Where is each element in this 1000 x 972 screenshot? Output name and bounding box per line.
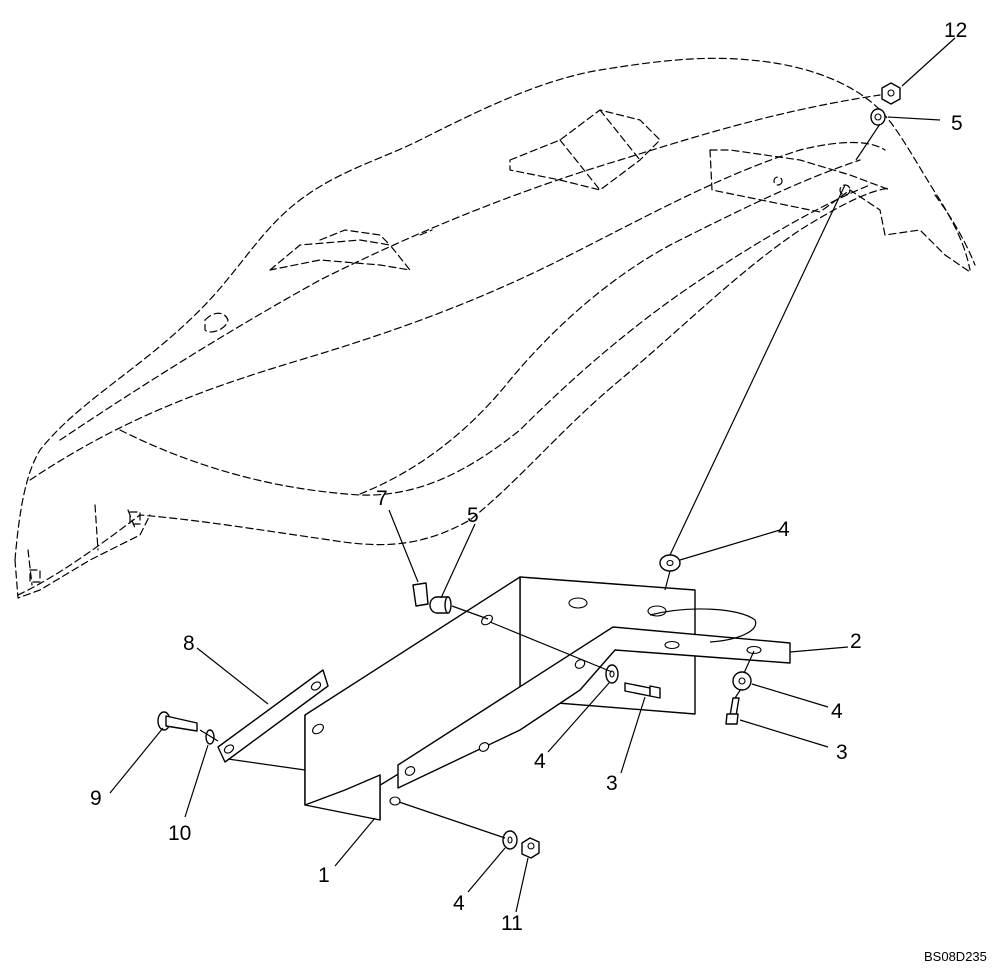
- callout-12: 12: [944, 19, 967, 42]
- callout-9: 9: [90, 787, 102, 810]
- callout-4-middle: 4: [534, 750, 546, 773]
- callout-4-right: 4: [831, 700, 843, 723]
- callout-5-lower: 5: [467, 504, 479, 527]
- support-strap-part-2: [397, 626, 791, 789]
- nut-part-12: [881, 82, 901, 105]
- washer-part-4-bottom: [502, 830, 518, 850]
- washer-part-4-top: [659, 554, 681, 572]
- callout-3-middle: 3: [606, 772, 618, 795]
- washer-part-10: [205, 729, 215, 745]
- bolt-part-3-right: [725, 697, 740, 725]
- callout-1: 1: [318, 864, 330, 887]
- clip-part-7: [412, 582, 429, 607]
- mounting-bracket-part-1: [304, 576, 696, 821]
- assembly-lines: [199, 123, 881, 839]
- callout-2: 2: [850, 630, 862, 653]
- washer-part-4-right: [732, 671, 752, 691]
- callout-10: 10: [168, 822, 191, 845]
- drawing-code: BS08D235: [924, 949, 987, 964]
- washer-part-4-middle: [605, 664, 619, 684]
- bolt-part-9: [157, 711, 198, 732]
- leader-lines: [109, 37, 956, 913]
- callout-8: 8: [183, 632, 195, 655]
- backing-plate-part-8: [217, 669, 329, 763]
- fender-phantom-outline: [14, 57, 976, 599]
- callout-3-right: 3: [836, 741, 848, 764]
- spacer-part-5-lower: [429, 596, 452, 614]
- callout-4-top: 4: [778, 518, 790, 541]
- harness-loop: [649, 608, 757, 643]
- callout-4-bottom: 4: [453, 892, 465, 915]
- callout-7: 7: [376, 487, 388, 510]
- callout-11: 11: [501, 912, 523, 935]
- callout-labels: 12 5 7 5 4 2 4 3 8 4 3 9 10 1 4 11: [90, 19, 967, 935]
- bolt-part-3-middle: [624, 682, 661, 699]
- nut-part-11: [521, 837, 540, 859]
- spacer-part-5-top: [870, 108, 886, 126]
- callout-5-top: 5: [951, 112, 963, 135]
